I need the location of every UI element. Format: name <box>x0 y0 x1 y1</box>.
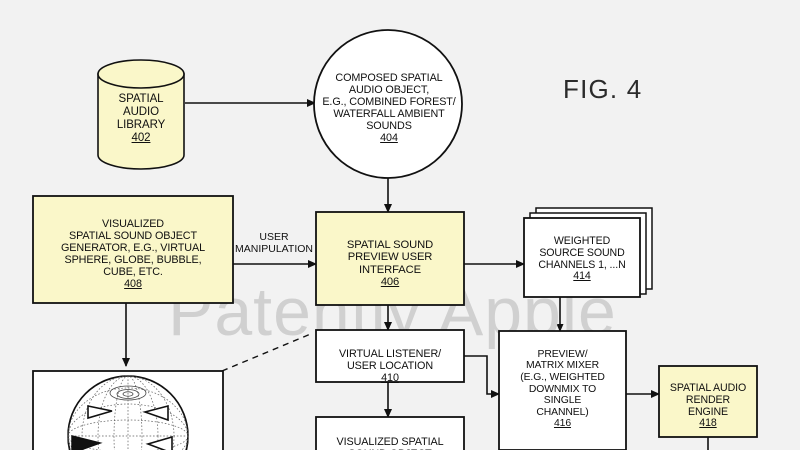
globe-graphic <box>68 376 188 450</box>
user-manipulation-text: USER MANIPULATION <box>235 231 313 256</box>
node-spatial-audio-library <box>97 59 185 170</box>
node-weighted-source-sound-channels <box>523 207 653 298</box>
figure-label: FIG. 4 <box>563 74 643 104</box>
edge-label-user-manipulation: USER MANIPULATION <box>222 219 326 255</box>
node-visualized-spatial-sound-object <box>315 416 465 450</box>
node-composed-spatial-audio-object <box>313 29 463 179</box>
edge-sphere-listener-dashed <box>221 332 314 372</box>
edge-listener-to-mixer <box>464 355 500 398</box>
node-visualized-generator <box>32 195 234 304</box>
node-preview-matrix-mixer <box>498 330 627 450</box>
node-spatial-audio-render-engine <box>658 365 758 438</box>
node-virtual-listener-location <box>315 329 465 383</box>
node-spatial-sound-preview-ui <box>315 211 465 306</box>
